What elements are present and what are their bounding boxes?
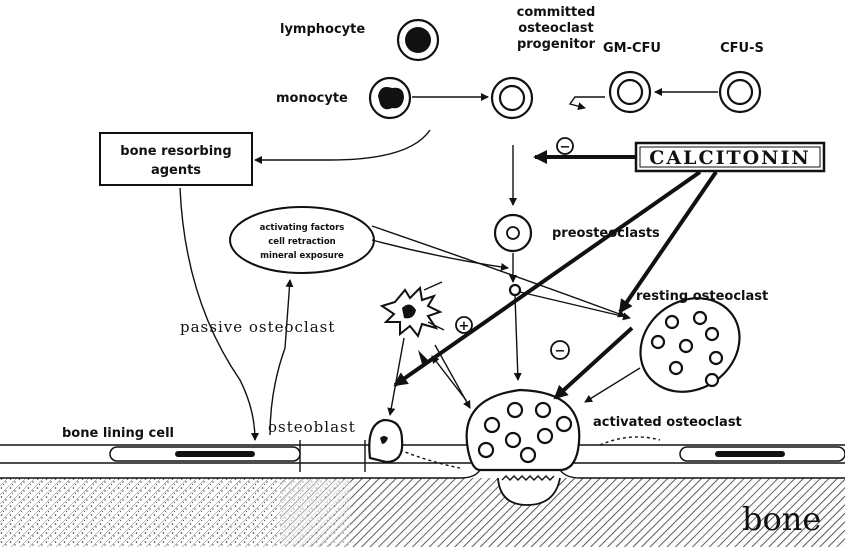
monocyte-label: monocyte — [276, 91, 348, 106]
gm-cfu-cell — [610, 72, 650, 112]
activated-osteoclast-cell — [467, 390, 580, 470]
minus-sign-top: − — [557, 138, 573, 155]
gmcfu-to-progenitor-arrow — [570, 97, 605, 108]
gm-cfu-label: GM-CFU — [603, 41, 661, 56]
lymphocyte-cell — [398, 20, 438, 60]
lining-to-activating-arrow — [270, 280, 290, 435]
calcitonin-inhibit-activated-arrow — [555, 328, 632, 398]
cfu-s-label: CFU-S — [720, 41, 764, 56]
bone-lining-cell-label: bone lining cell — [62, 426, 174, 441]
lining-cell-nucleus-left — [175, 451, 255, 457]
monocyte-to-agents-arrow — [255, 130, 430, 160]
bone-label: bone — [742, 500, 821, 538]
svg-text:−: − — [560, 140, 571, 155]
committed-label-1: committed — [517, 5, 596, 20]
bone-lining-layer — [0, 437, 845, 472]
bone-resorbing-agents-box: bone resorbing agents — [100, 133, 252, 185]
transition-cell — [510, 285, 520, 295]
lining-cell-nucleus-right — [715, 451, 785, 457]
plus-sign: + — [456, 317, 472, 334]
activating-label-2: cell retraction — [268, 237, 335, 247]
resting-to-activated-arrow — [585, 368, 640, 402]
bone-resorbing-label-1: bone resorbing — [120, 144, 231, 159]
svg-text:+: + — [459, 319, 470, 334]
calcitonin-label: CALCITONIN — [649, 147, 811, 169]
bone-resorbing-label-2: agents — [151, 163, 201, 178]
resting-osteoclast-label: resting osteoclast — [636, 289, 768, 304]
activating-factors-ellipse: activating factors cell retraction miner… — [230, 207, 374, 273]
committed-progenitor-cell — [492, 78, 532, 118]
activated-osteoclast-label: activated osteoclast — [593, 415, 742, 430]
activating-label-3: mineral exposure — [260, 251, 344, 261]
committed-label-3: progenitor — [517, 37, 596, 52]
osteoblast-cell — [369, 420, 402, 462]
activating-to-transition-arrow — [372, 240, 508, 268]
bone-matrix — [0, 470, 845, 547]
preosteoclast-cell — [495, 215, 531, 251]
activated-to-passive-arrow — [432, 356, 466, 400]
transition-to-activated-arrow — [515, 296, 518, 380]
transition-to-resting-arrow — [520, 292, 630, 318]
minus-sign-bottom: − — [551, 341, 569, 359]
monocyte-cell — [370, 78, 410, 118]
passive-to-osteoblast-arrow — [390, 338, 404, 415]
activating-label-1: activating factors — [260, 223, 345, 233]
lymphocyte-label: lymphocyte — [280, 22, 365, 37]
committed-label-2: osteoclast — [518, 21, 594, 36]
passive-osteoclast-cell — [382, 282, 444, 336]
osteoblast-label: osteoblast — [268, 418, 356, 436]
cfu-s-cell — [720, 72, 760, 112]
calcitonin-box: CALCITONIN — [636, 143, 824, 171]
svg-text:−: − — [555, 344, 566, 359]
passive-osteoclast-label: passive osteoclast — [180, 318, 335, 336]
